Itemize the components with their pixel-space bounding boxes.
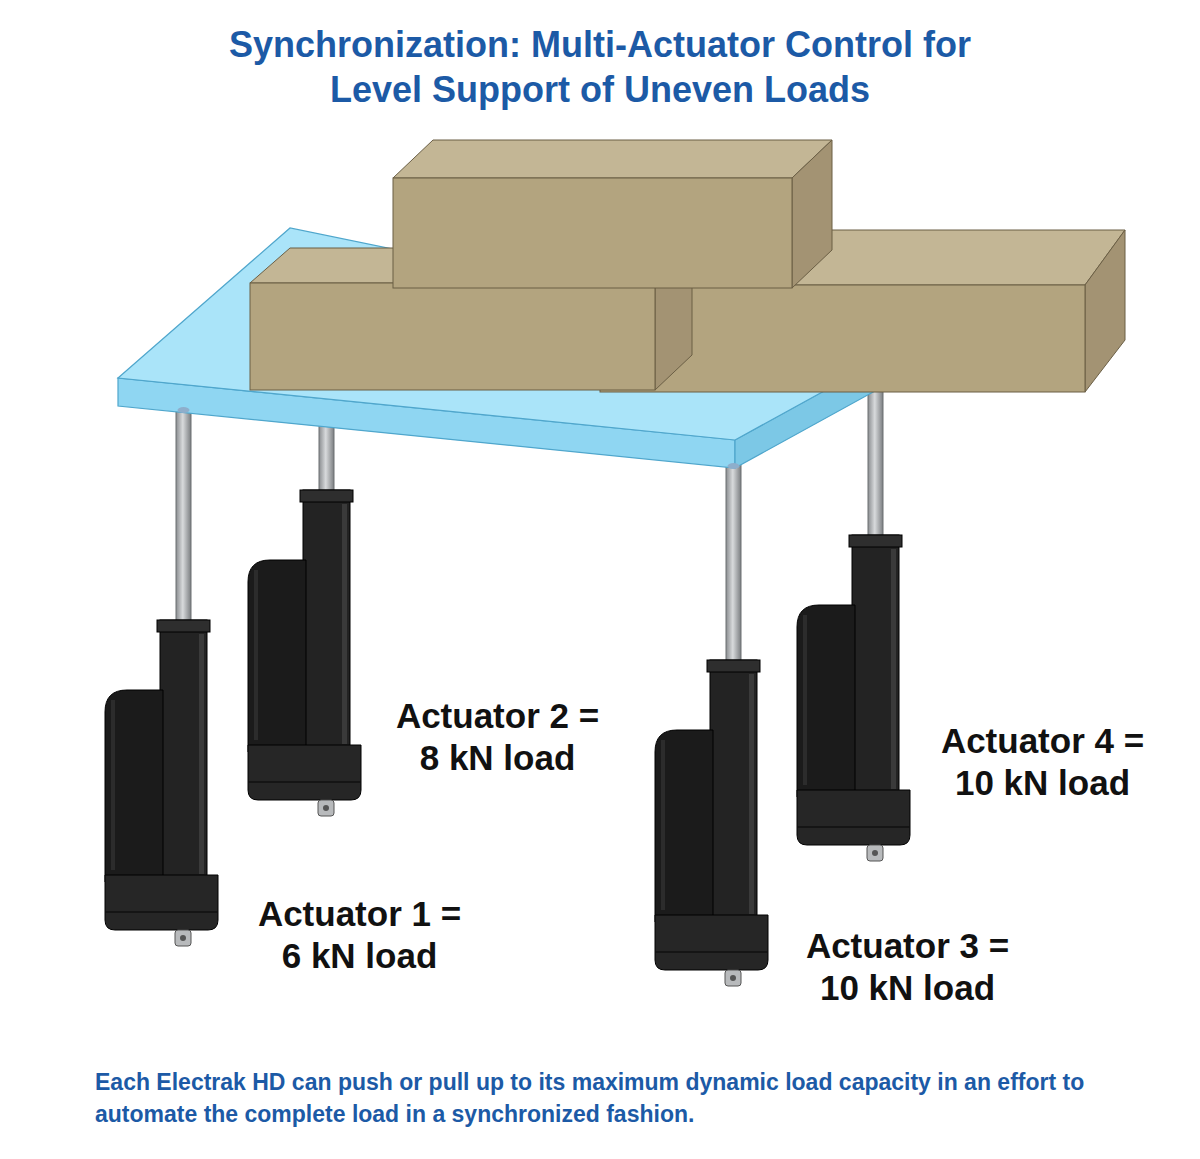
box-side — [1085, 230, 1125, 392]
actuator-rod — [868, 380, 883, 540]
box-front — [250, 283, 655, 390]
rod-joint — [178, 407, 190, 413]
actuator-3 — [655, 455, 768, 986]
actuator-body — [797, 535, 910, 861]
actuator-1 — [105, 402, 218, 946]
title-wrap: Synchronization: Multi-Actuator Control … — [222, 22, 978, 112]
label-wrap: Actuator 1 = 6 kN load — [252, 893, 467, 977]
label-wrap: Actuator 3 = 10 kN load — [800, 925, 1015, 1009]
actuator-rod — [176, 402, 191, 625]
box-front — [393, 178, 792, 288]
actuator-body — [105, 620, 218, 946]
actuator-4 — [797, 380, 910, 861]
actuator-rod — [726, 455, 741, 665]
box-top — [393, 140, 832, 178]
actuator-label: Actuator 2 = 8 kN load — [390, 695, 605, 779]
actuator-2 — [248, 410, 361, 816]
rod-joint — [728, 463, 740, 469]
actuator-label: Actuator 1 = 6 kN load — [252, 893, 467, 977]
caption: Each Electrak HD can push or pull up to … — [95, 1066, 1165, 1130]
label-wrap: Actuator 4 = 10 kN load — [935, 720, 1150, 804]
actuator-label: Actuator 3 = 10 kN load — [800, 925, 1015, 1009]
actuator-label: Actuator 4 = 10 kN load — [935, 720, 1150, 804]
load-box-top — [393, 140, 832, 288]
actuator-body — [248, 490, 361, 816]
actuator-body — [655, 660, 768, 986]
caption-wrap: Each Electrak HD can push or pull up to … — [95, 1066, 1165, 1130]
box-side — [792, 140, 832, 288]
label-wrap: Actuator 2 = 8 kN load — [390, 695, 605, 779]
title: Synchronization: Multi-Actuator Control … — [222, 22, 978, 112]
